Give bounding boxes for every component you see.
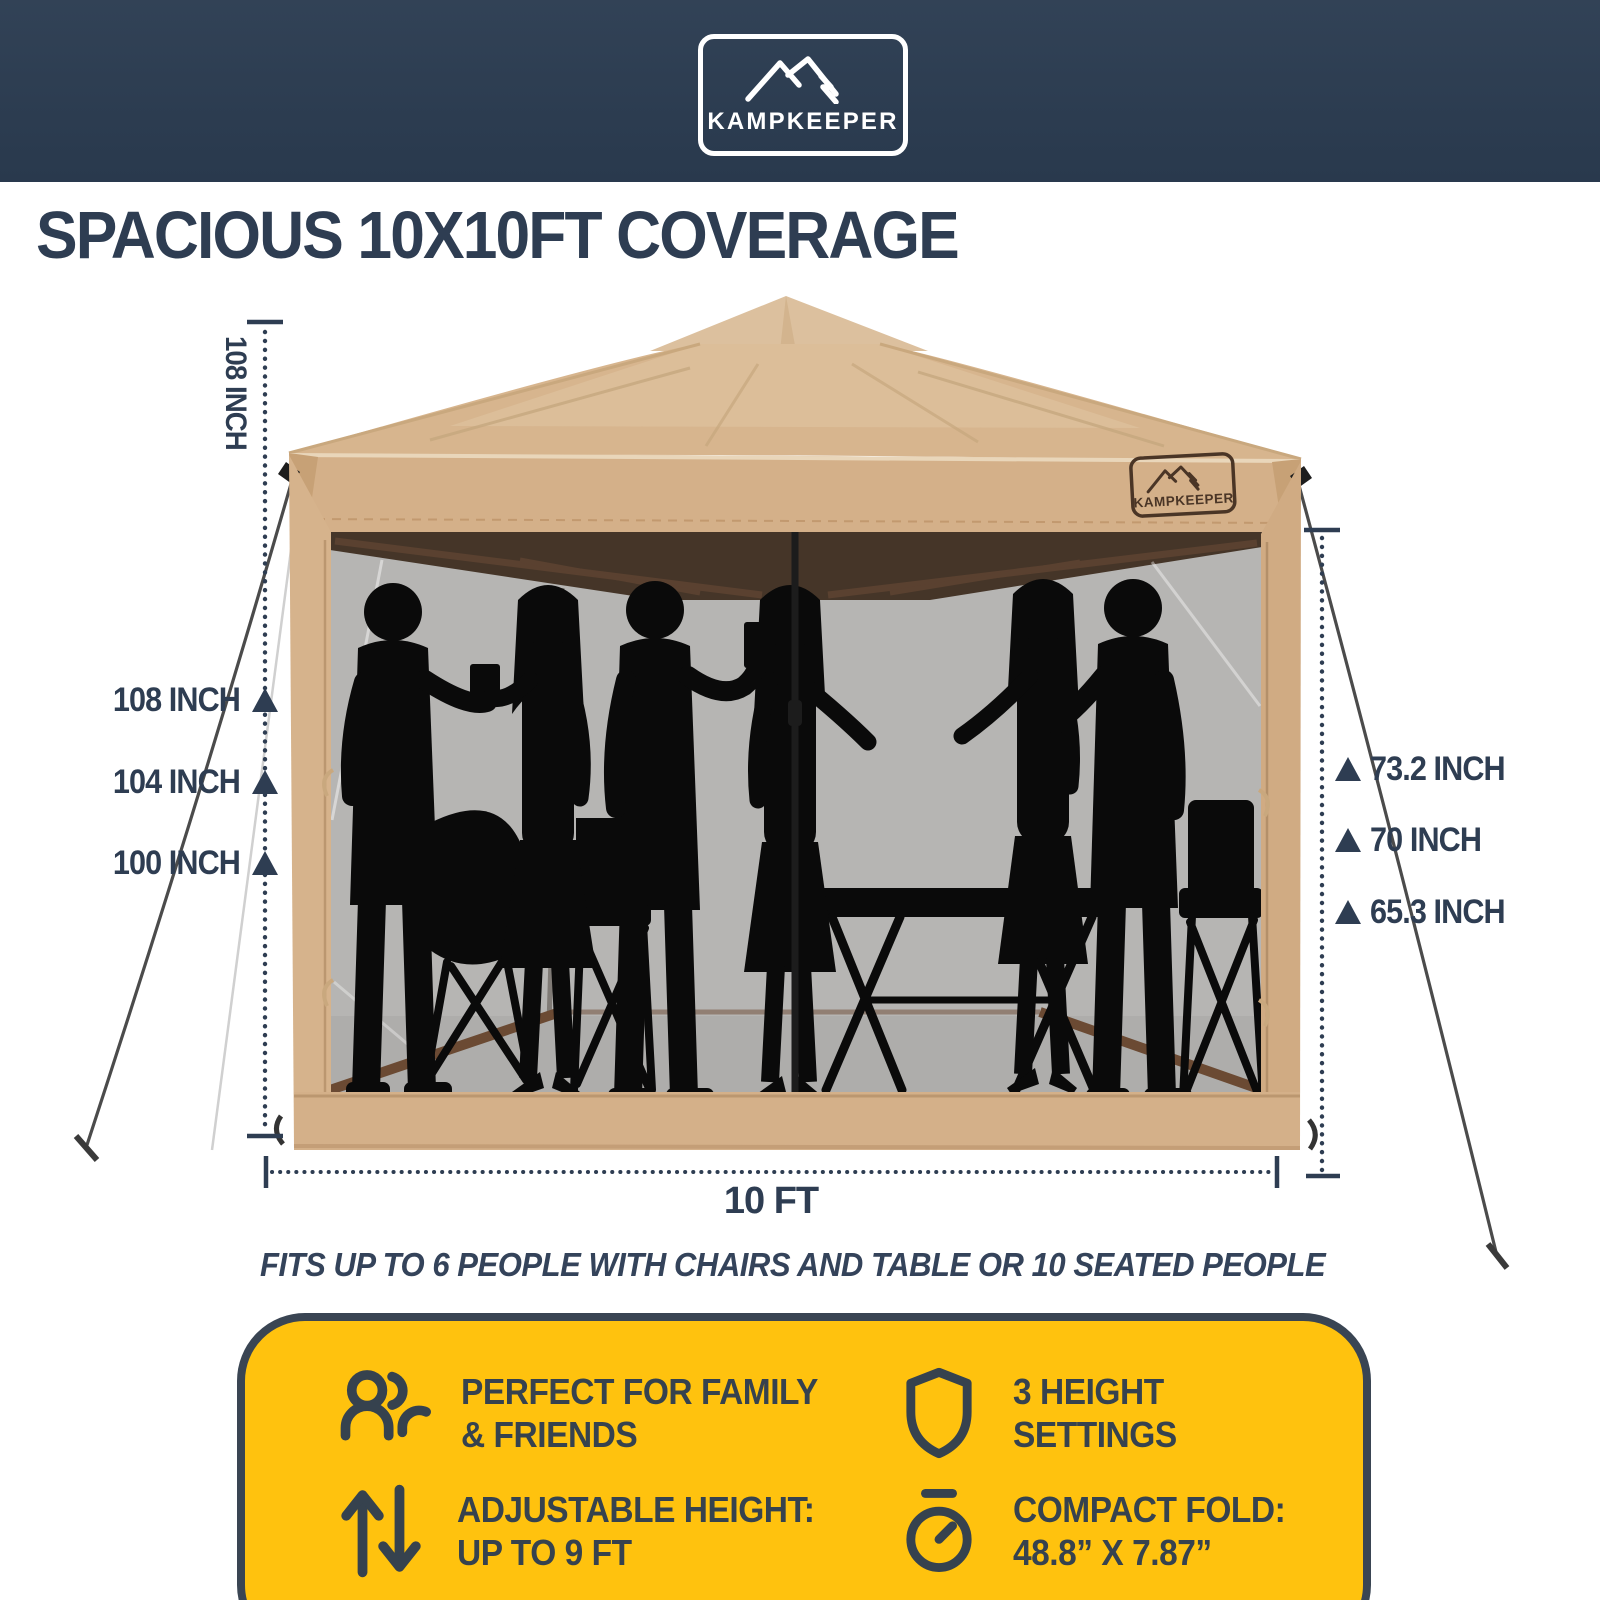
person-silhouette [481, 585, 596, 1098]
dimension-lines [247, 319, 1361, 1188]
feature-family: PERFECT FOR FAMILY & FRIENDS [333, 1361, 845, 1465]
family-icon [340, 1370, 432, 1441]
feature-adjustable-height: ADJUSTABLE HEIGHT: UP TO 9 FT [333, 1479, 841, 1583]
compact-fold-icon [906, 1489, 972, 1572]
feature-compact-fold: COMPACT FOLD: 48.8” X 7.87” [893, 1479, 1306, 1583]
arrow-up-markers [252, 688, 1361, 924]
feature-adjustable-height-text: ADJUSTABLE HEIGHT: UP TO 9 FT [457, 1489, 815, 1573]
chair-silhouette [421, 810, 535, 1090]
mesh-panel [330, 532, 1262, 1092]
side-height-label-65: 65.3 INCH [1370, 893, 1506, 931]
feature-height-settings-text: 3 HEIGHT SETTINGS [1013, 1371, 1177, 1455]
shield-icon [906, 1367, 972, 1459]
chair-silhouette [1179, 800, 1267, 1102]
mesh-zipper [788, 532, 802, 1092]
people-silhouettes [340, 579, 1267, 1105]
tent-wall [328, 532, 1264, 1095]
header-band: KAMPKEEPER [0, 0, 1600, 182]
feature-family-text: PERFECT FOR FAMILY & FRIENDS [461, 1371, 818, 1455]
tent-brand-patch: KAMPKEEPER [1129, 452, 1237, 518]
brand-logo: KAMPKEEPER [698, 34, 908, 156]
tent-skirt [294, 1092, 1300, 1150]
table-silhouette [800, 888, 1118, 1095]
feature-compact-fold-text: COMPACT FOLD: 48.8” X 7.87” [1013, 1489, 1286, 1573]
side-height-label-73: 73.2 INCH [1370, 750, 1506, 788]
side-height-label-70: 70 INCH [1370, 821, 1482, 859]
guy-ropes [73, 476, 1510, 1270]
canopy-vent-cap [650, 296, 928, 351]
height-label-104: 104 INCH [112, 763, 241, 801]
mountain-icon [745, 56, 839, 104]
brand-logo-text: KAMPKEEPER [707, 108, 899, 135]
total-height-label: 108 INCH [219, 336, 252, 450]
feature-box: PERFECT FOR FAMILY & FRIENDS 3 HEIGHT SE… [237, 1313, 1371, 1600]
width-label: 10 FT [723, 1180, 819, 1222]
chair-silhouette [569, 818, 656, 1094]
person-silhouette [340, 583, 500, 1099]
tent-brand-patch-text: KAMPKEEPER [1133, 490, 1234, 510]
height-label-100: 100 INCH [112, 844, 241, 882]
page-title: SPACIOUS 10X10FT COVERAGE [36, 198, 960, 273]
canopy-roof [289, 344, 1301, 462]
tent-frame [274, 455, 1318, 1151]
capacity-note: FITS UP TO 6 PEOPLE WITH CHAIRS AND TABL… [259, 1246, 1326, 1283]
feature-height-settings: 3 HEIGHT SETTINGS [893, 1361, 1189, 1465]
person-silhouette [604, 581, 772, 1105]
tent-canopy: KAMPKEEPER [278, 296, 1312, 540]
person-silhouette [744, 585, 877, 1102]
height-label-108: 108 INCH [112, 681, 241, 719]
adjustable-height-icon [341, 1484, 421, 1578]
person-silhouette [1046, 579, 1192, 1105]
canopy-valance [289, 453, 1301, 540]
person-silhouette [953, 579, 1088, 1094]
